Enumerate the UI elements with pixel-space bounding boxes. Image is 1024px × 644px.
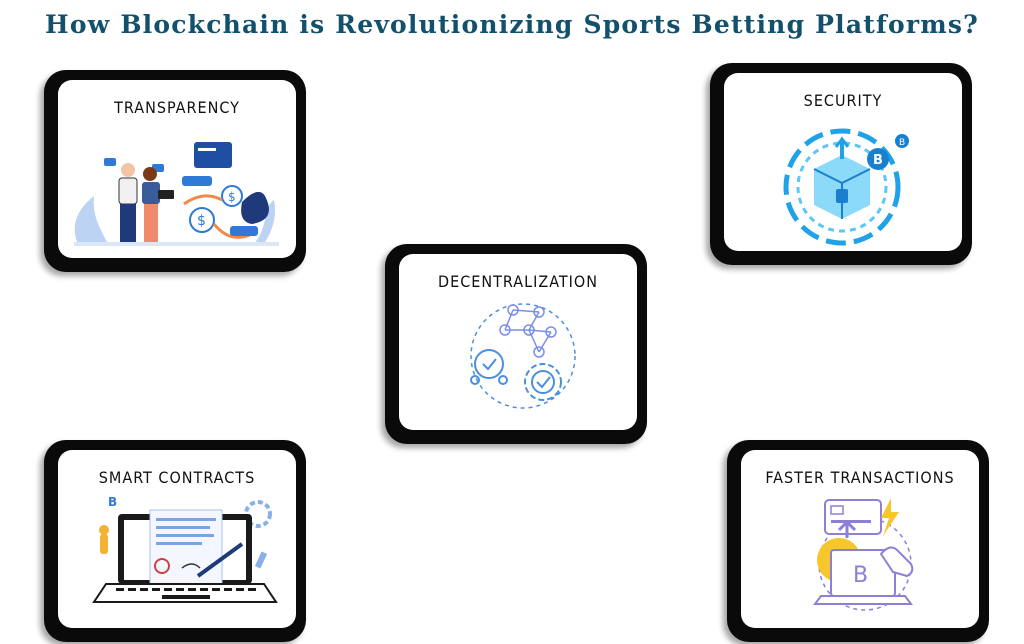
card-smart-contracts-label: SMART CONTRACTS — [98, 468, 256, 487]
card-security: SECURITY B B — [710, 63, 972, 265]
laptop-contract-signature-icon: B — [92, 495, 278, 603]
svg-text:B: B — [108, 495, 117, 509]
svg-text:$: $ — [197, 213, 206, 229]
card-transparency-label: TRANSPARENCY — [114, 98, 240, 117]
svg-text:B: B — [873, 153, 883, 168]
card-transparency: TRANSPARENCY $ $ — [44, 70, 306, 272]
people-money-flow-icon: $ $ — [74, 142, 279, 246]
card-security-inner: SECURITY B B — [724, 73, 962, 251]
card-faster-transactions-inner: FASTER TRANSACTIONS B — [741, 450, 979, 628]
network-gear-check-icon — [470, 303, 576, 409]
card-smart-contracts: SMART CONTRACTS B — [44, 440, 306, 642]
svg-text:B: B — [899, 138, 905, 148]
card-transparency-inner: TRANSPARENCY $ $ — [58, 80, 296, 258]
svg-text:B: B — [853, 563, 868, 588]
card-decentralization-label: DECENTRALIZATION — [438, 272, 598, 291]
page-title: How Blockchain is Revolutionizing Sports… — [45, 10, 979, 39]
bitcoin-payment-laptop-icon: B — [813, 498, 914, 611]
bitcoin-security-cube-icon: B B — [783, 128, 909, 246]
card-decentralization: DECENTRALIZATION — [385, 244, 647, 444]
card-decentralization-inner: DECENTRALIZATION — [399, 254, 637, 430]
card-smart-contracts-inner: SMART CONTRACTS B — [58, 450, 296, 628]
svg-text:$: $ — [228, 190, 236, 204]
card-security-label: SECURITY — [803, 91, 883, 110]
card-faster-transactions: FASTER TRANSACTIONS B — [727, 440, 989, 642]
card-faster-transactions-label: FASTER TRANSACTIONS — [765, 468, 955, 487]
